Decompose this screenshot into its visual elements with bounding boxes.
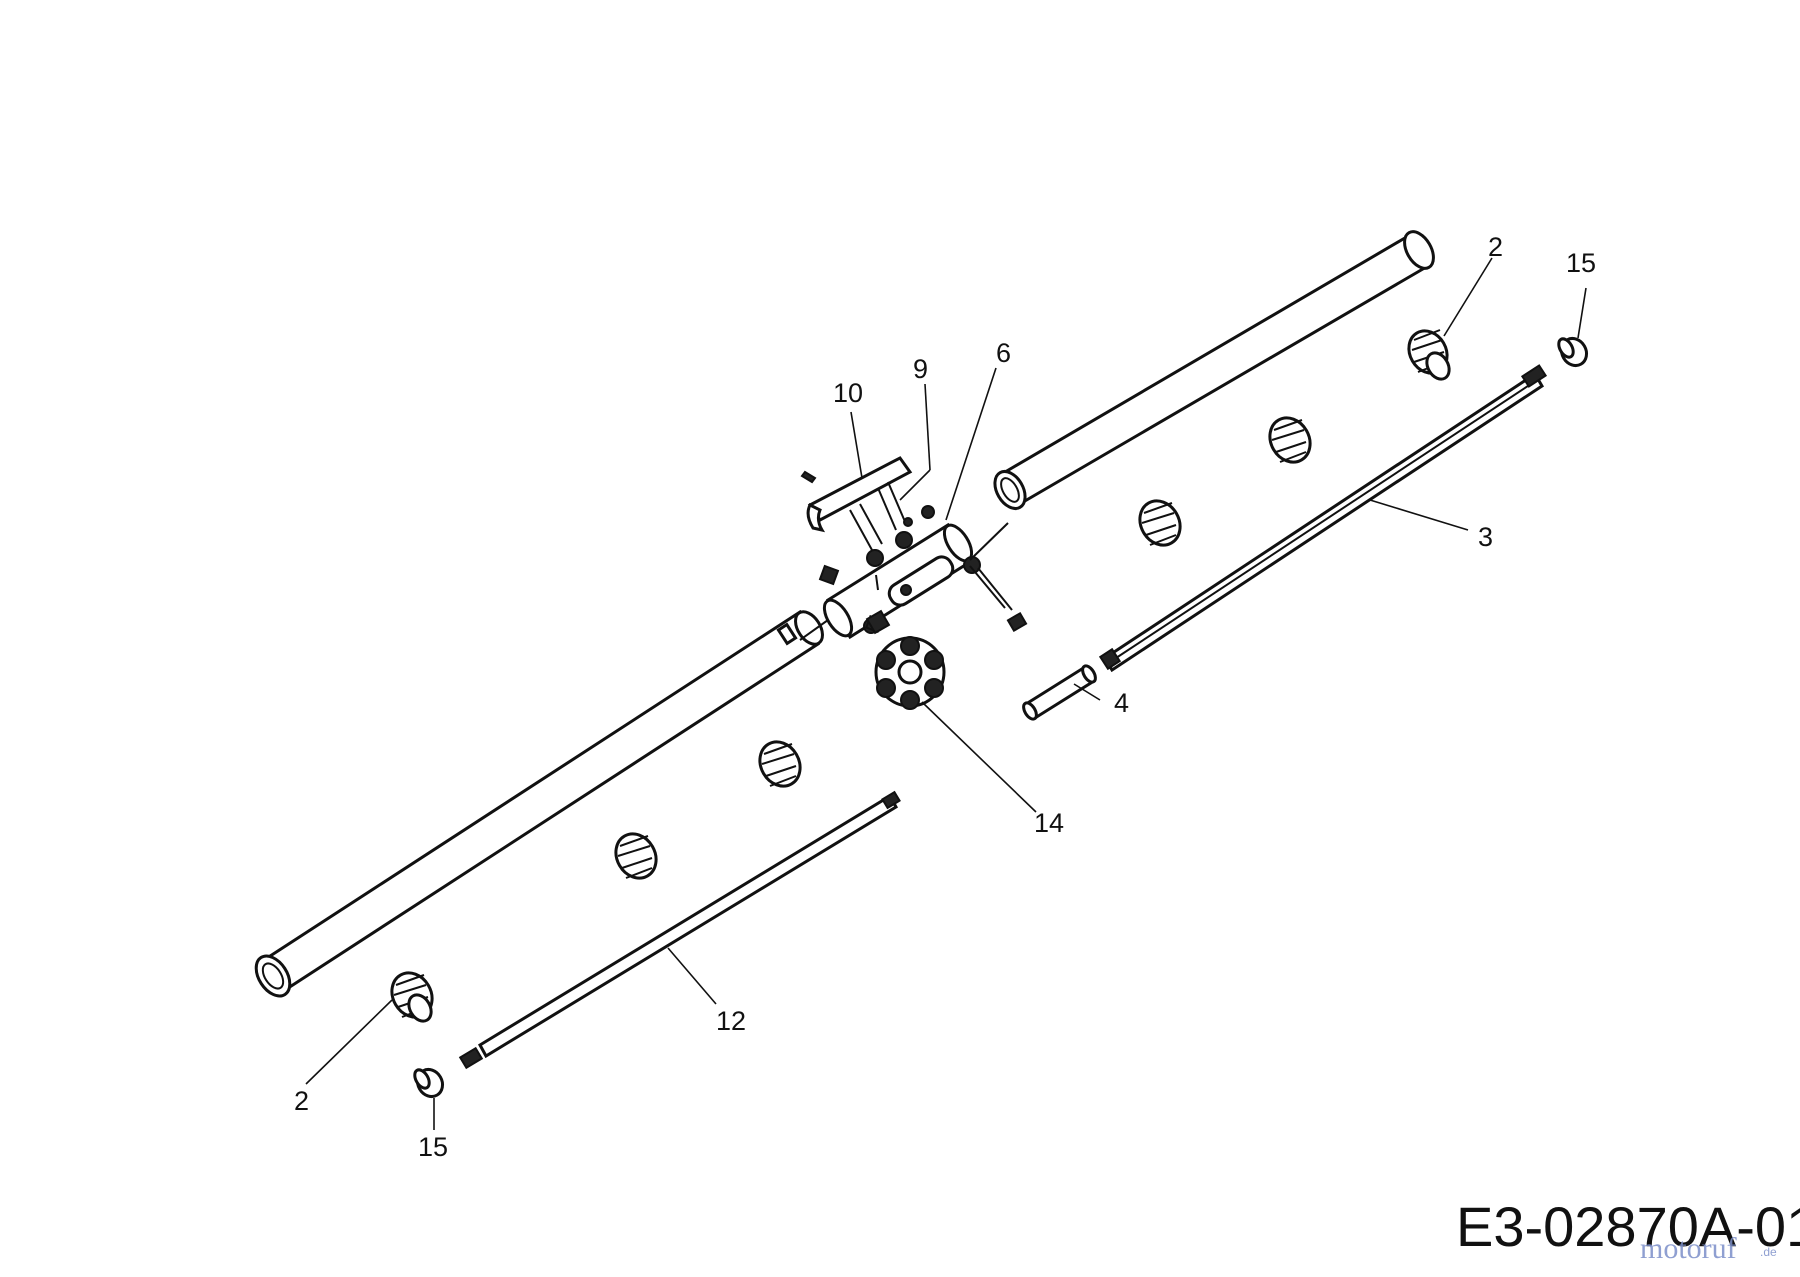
callout-6: 6 [996, 338, 1011, 368]
callout-12: 12 [716, 1006, 746, 1036]
coupling-pin [1022, 664, 1097, 721]
bushing-top-2 [1407, 329, 1451, 381]
bushing-mid-lower-2 [614, 832, 658, 880]
clamp-handle [800, 456, 935, 567]
callouts: 2 15 6 9 10 3 4 14 12 2 15 [294, 232, 1596, 1162]
lower-drive-shaft [458, 790, 901, 1070]
watermark-brand: motoruf [1640, 1232, 1737, 1265]
watermark-tld: .de [1760, 1245, 1777, 1259]
callout-2-top: 2 [1488, 232, 1503, 262]
callout-15-bottom: 15 [418, 1132, 448, 1162]
callout-3: 3 [1478, 522, 1493, 552]
bushing-bottom-2 [390, 971, 434, 1023]
upper-shaft-tube [993, 230, 1435, 511]
coupling-housing [799, 522, 1028, 641]
drawing-number: E3-02870A-01 [1456, 1195, 1800, 1258]
star-knob [865, 609, 946, 710]
watermark-logo: motoruf .de [1640, 1232, 1777, 1265]
leader-lines [305, 257, 1587, 1130]
callout-4: 4 [1114, 688, 1129, 718]
upper-drive-shaft [1098, 364, 1548, 673]
callout-14: 14 [1034, 808, 1064, 838]
lower-shaft-tube [254, 609, 824, 998]
end-caps [413, 336, 1589, 1099]
callout-15-top: 15 [1566, 248, 1596, 278]
bushing-mid-upper-1 [1268, 416, 1312, 464]
bushing-mid-lower-1 [758, 740, 802, 788]
callout-9: 9 [913, 354, 928, 384]
end-cap-bottom-15 [413, 1067, 445, 1099]
bushing-mid-upper-2 [1138, 499, 1182, 547]
bearing-bushings [390, 329, 1451, 1023]
callout-2-bottom: 2 [294, 1086, 309, 1116]
end-cap-top-15 [1557, 336, 1589, 368]
callout-10: 10 [833, 378, 863, 408]
